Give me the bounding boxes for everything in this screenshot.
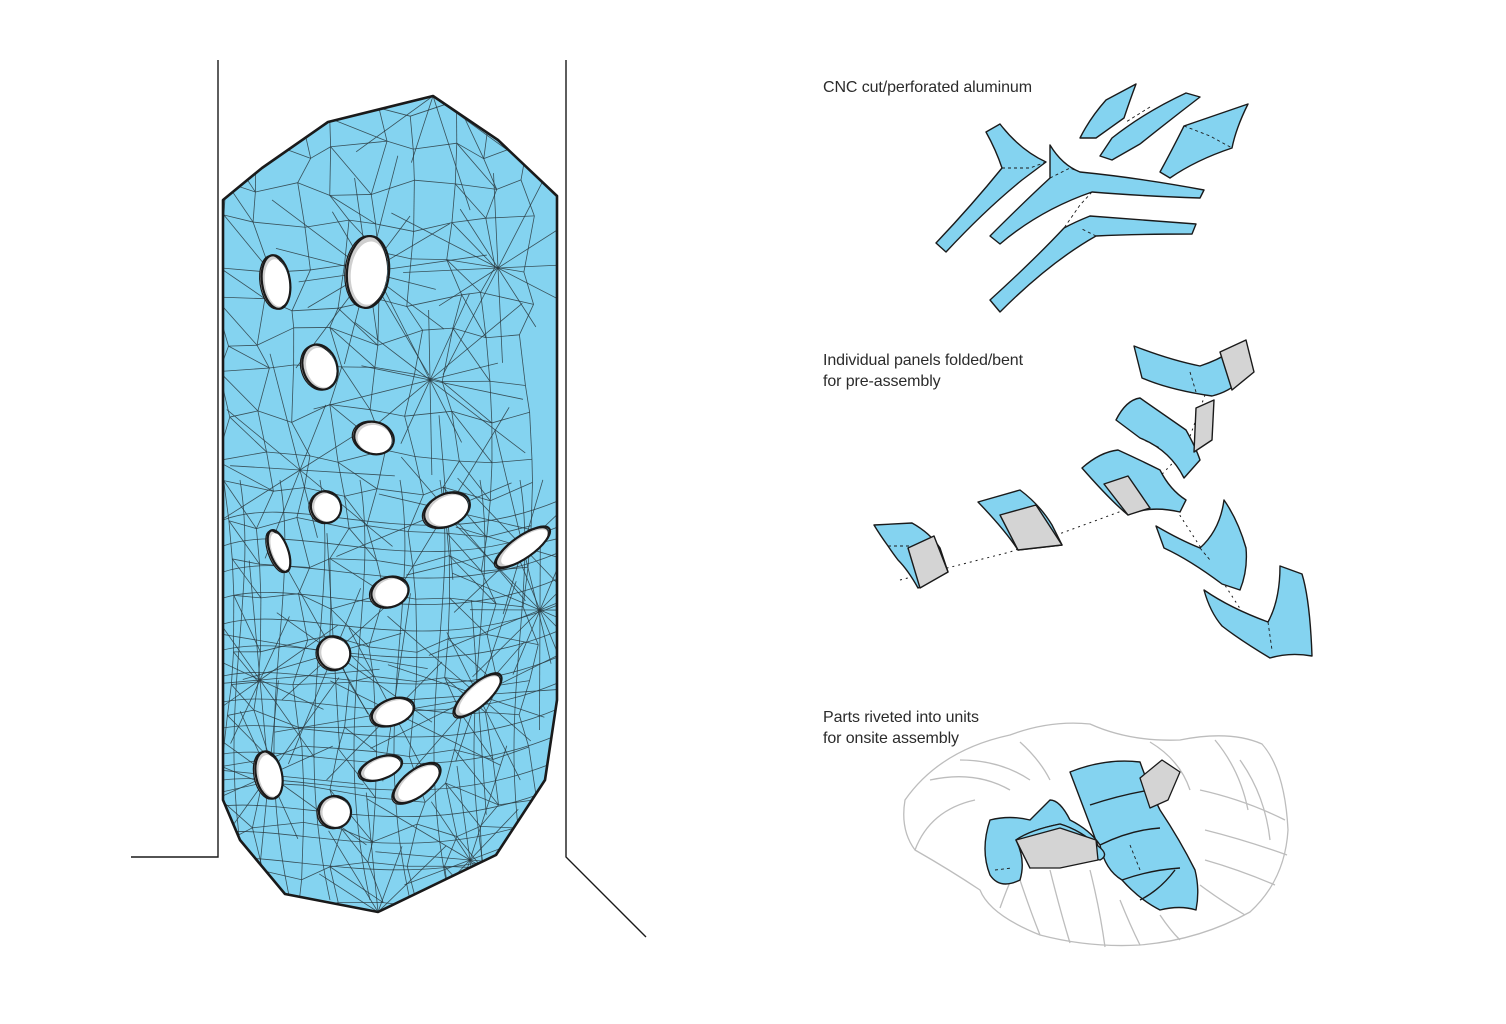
perforation-hole: [259, 254, 292, 310]
perforation-hole: [265, 528, 292, 574]
folded-panels: [873, 339, 1313, 659]
perforation-hole: [391, 761, 442, 805]
perforation-hole: [369, 696, 416, 728]
caption-line: for onsite assembly: [823, 730, 959, 747]
perforation-hole: [357, 754, 404, 783]
perforation-hole: [344, 234, 391, 310]
perforated-panel-elevation: [221, 94, 559, 914]
part-top-3: [1159, 103, 1249, 179]
perforation-hole: [316, 794, 353, 830]
perforation-hole: [315, 635, 352, 672]
perforation-hole: [299, 343, 339, 391]
part-y-center: [989, 144, 1205, 245]
perforation-hole: [493, 525, 552, 570]
part-top-1: [1079, 83, 1137, 139]
part-top-2: [1099, 92, 1201, 161]
panel-outline: [221, 94, 559, 914]
caption-folded: Individual panels folded/bent for pre-as…: [823, 350, 1023, 392]
wall-context-lines: [131, 60, 647, 938]
perforations: [252, 234, 552, 830]
perforation-hole: [351, 420, 395, 456]
perforation-hole: [252, 750, 284, 800]
perforation-hole: [452, 672, 503, 719]
part-y-left: [935, 123, 1047, 253]
caption-line: CNC cut/perforated aluminum: [823, 79, 1032, 96]
caption-line: Individual panels folded/bent: [823, 352, 1023, 369]
flat-cut-parts: [935, 83, 1249, 313]
part-y-lower: [989, 215, 1197, 313]
caption-line: for pre-assembly: [823, 373, 941, 390]
perforation-hole: [421, 491, 471, 530]
caption-riveted: Parts riveted into units for onsite asse…: [823, 707, 979, 749]
caption-cnc-cut: CNC cut/perforated aluminum: [823, 77, 1032, 98]
perforation-hole: [368, 575, 410, 609]
perforation-hole: [308, 490, 343, 525]
caption-line: Parts riveted into units: [823, 709, 979, 726]
riveted-unit: [903, 722, 1289, 948]
